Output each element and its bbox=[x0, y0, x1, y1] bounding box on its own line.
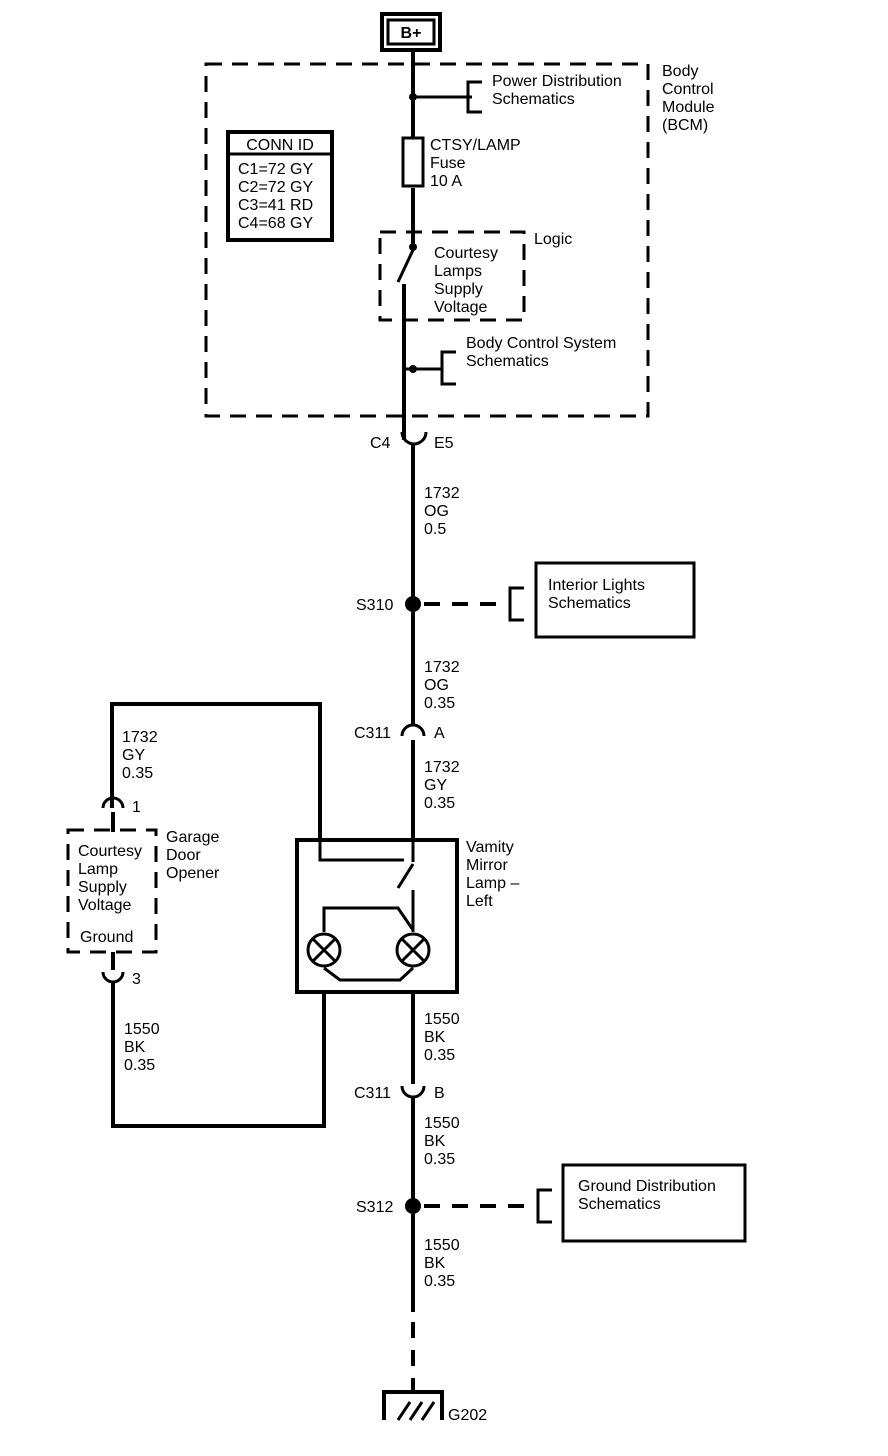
wire-label-bk-mid: 1550 BK 0.35 bbox=[424, 1011, 464, 1064]
power-distribution-ref[interactable]: Power Distribution Schematics bbox=[409, 73, 626, 114]
garage-connector-pin-1: 1 bbox=[101, 796, 141, 832]
courtesy-lamps-logic: Logic Courtesy Lamps Supply Voltage bbox=[378, 230, 572, 322]
bcm-name: Body Control Module (BCM) bbox=[662, 63, 719, 134]
svg-text:Power Distribution Schem: Power Distribution Schematics bbox=[492, 73, 626, 108]
garage-connector-pin-3: 3 bbox=[101, 952, 141, 988]
splice-s310: S310 bbox=[356, 586, 524, 622]
svg-text:C311: C311 bbox=[354, 725, 391, 742]
ctsy-lamp-fuse: CTSY/LAMP Fuse 10 A bbox=[401, 136, 525, 190]
garage-name: Garage Door Opener bbox=[166, 829, 224, 882]
svg-text:A: A bbox=[434, 725, 445, 742]
body-control-system-ref[interactable]: Body Control System Schematics bbox=[404, 335, 621, 386]
garage-door-opener: Courtesy Lamp Supply Voltage Ground Gara… bbox=[66, 828, 224, 954]
svg-text:CTSY/LAMP Fuse 10: CTSY/LAMP Fuse 10 A bbox=[430, 137, 525, 190]
svg-text:Ground Distribution Sche: Ground Distribution Schematics bbox=[578, 1178, 720, 1213]
vanity-mirror-lamp-left: Vamity Mirror Lamp – Left bbox=[295, 838, 524, 994]
garage-supply-label: Courtesy Lamp Supply Voltage bbox=[78, 843, 146, 914]
wire-label-gy-left: 1732 GY 0.35 bbox=[122, 729, 162, 782]
svg-text:C311: C311 bbox=[354, 1085, 391, 1102]
svg-text:C3=41 RD: C3=41 RD bbox=[238, 197, 313, 214]
svg-text:S312: S312 bbox=[356, 1199, 393, 1216]
svg-text:S310: S310 bbox=[356, 597, 393, 614]
svg-text:E5: E5 bbox=[434, 435, 454, 452]
svg-text:C4=68 GY: C4=68 GY bbox=[238, 215, 313, 232]
ground-label: G202 bbox=[448, 1407, 487, 1424]
svg-text:CONN ID: CONN ID bbox=[246, 137, 314, 154]
ground-distribution-ref[interactable]: Ground Distribution Schematics bbox=[561, 1163, 747, 1243]
svg-text:C2=72 GY: C2=72 GY bbox=[238, 179, 313, 196]
supply-voltage-label: Courtesy Lamps Supply Voltage bbox=[434, 245, 502, 316]
mirror-name: Vamity Mirror Lamp – Left bbox=[466, 839, 524, 910]
wire-label-bk-bottom: 1550 BK 0.35 bbox=[424, 1237, 464, 1290]
garage-ground-label: Ground bbox=[80, 929, 133, 946]
ground-g202-icon: G202 bbox=[382, 1390, 487, 1424]
lamp-bulb-left-icon bbox=[306, 932, 342, 968]
splice-s312: S312 bbox=[356, 1188, 552, 1224]
lamp-bulb-right-icon bbox=[395, 932, 431, 968]
wire-label-bk-left: 1550 BK 0.35 bbox=[124, 1021, 164, 1074]
bcm-outline bbox=[204, 62, 650, 418]
svg-text:C4: C4 bbox=[370, 435, 391, 452]
conn-id-table: CONN ID C1=72 GY C2=72 GY C3=41 RD C4=68… bbox=[226, 130, 334, 242]
svg-text:Interior Lights Schemati: Interior Lights Schematics bbox=[548, 577, 649, 612]
svg-text:B: B bbox=[434, 1085, 445, 1102]
svg-text:1: 1 bbox=[132, 799, 141, 816]
svg-text:3: 3 bbox=[132, 971, 141, 988]
connector-c311-b: C311 B bbox=[354, 1085, 445, 1102]
svg-text:Body Control System Sche: Body Control System Schematics bbox=[466, 335, 621, 370]
svg-text:C1=72 GY: C1=72 GY bbox=[238, 161, 313, 178]
battery-positive-source: B+ bbox=[380, 12, 442, 52]
wire-label-og-05: 1732 OG 0.5 bbox=[424, 485, 464, 538]
wire-label-og-035: 1732 OG 0.35 bbox=[424, 659, 464, 712]
wire-label-bk-lower: 1550 BK 0.35 bbox=[424, 1115, 464, 1168]
logic-label: Logic bbox=[534, 231, 572, 248]
power-label: B+ bbox=[401, 25, 422, 42]
wire-label-gy-right: 1732 GY 0.35 bbox=[424, 759, 464, 812]
interior-lights-ref[interactable]: Interior Lights Schematics bbox=[534, 561, 696, 639]
